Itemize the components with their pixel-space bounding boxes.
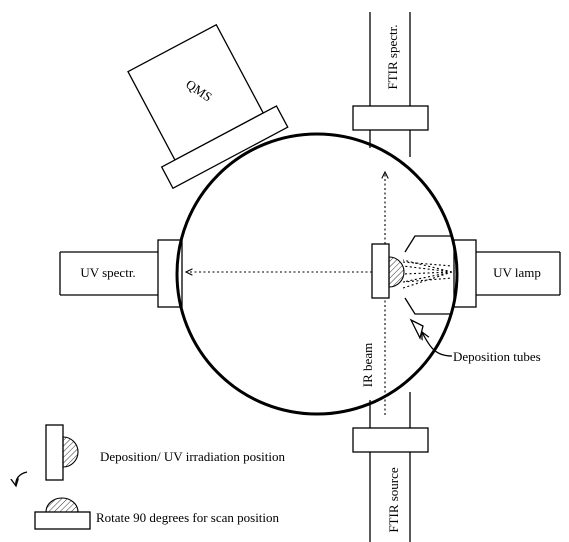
deposition-tubes (402, 235, 453, 340)
legend-scan-position: Rotate 90 degrees for scan position (34, 497, 280, 530)
legend-vertical-deposit (62, 436, 79, 468)
uv-lamp-port: UV lamp (453, 239, 561, 308)
qms-flange (160, 105, 289, 190)
vacuum-chamber (175, 132, 459, 416)
uv-lamp-label: UV lamp (493, 265, 541, 280)
rotate-arrow-icon (16, 471, 28, 486)
legend-deposition-position: Deposition/ UV irradiation position (45, 424, 285, 481)
ftir-source-label: FTIR source (386, 467, 401, 533)
legend-horizontal-deposit (45, 497, 79, 513)
uv-lamp-flange (453, 239, 477, 308)
uv-spectrometer-port: UV spectr. (59, 239, 183, 308)
legend-vertical-substrate (45, 424, 64, 481)
deposition-tubes-pointer (422, 332, 453, 357)
legend-horizontal-substrate (34, 511, 91, 530)
ftir-top-flange (352, 105, 429, 131)
sample-holder (371, 243, 405, 299)
ftir-source-port: FTIR source (352, 392, 429, 542)
ftir-spectrometer-port: FTIR spectr. (352, 12, 429, 157)
qms-port: QMS (127, 23, 289, 190)
ftir-spectr-label: FTIR spectr. (385, 25, 400, 90)
legend-scan-label: Rotate 90 degrees for scan position (96, 510, 280, 525)
deposition-tubes-label: Deposition tubes (453, 349, 541, 364)
ftir-bottom-flange (352, 427, 429, 453)
ir-beam-label: IR beam (360, 343, 375, 387)
uv-spectr-label: UV spectr. (80, 265, 135, 280)
sample-substrate (371, 243, 390, 299)
legend-deposition-label: Deposition/ UV irradiation position (100, 449, 285, 464)
uv-lamp-rays (402, 259, 453, 289)
sample-deposit (388, 256, 405, 288)
